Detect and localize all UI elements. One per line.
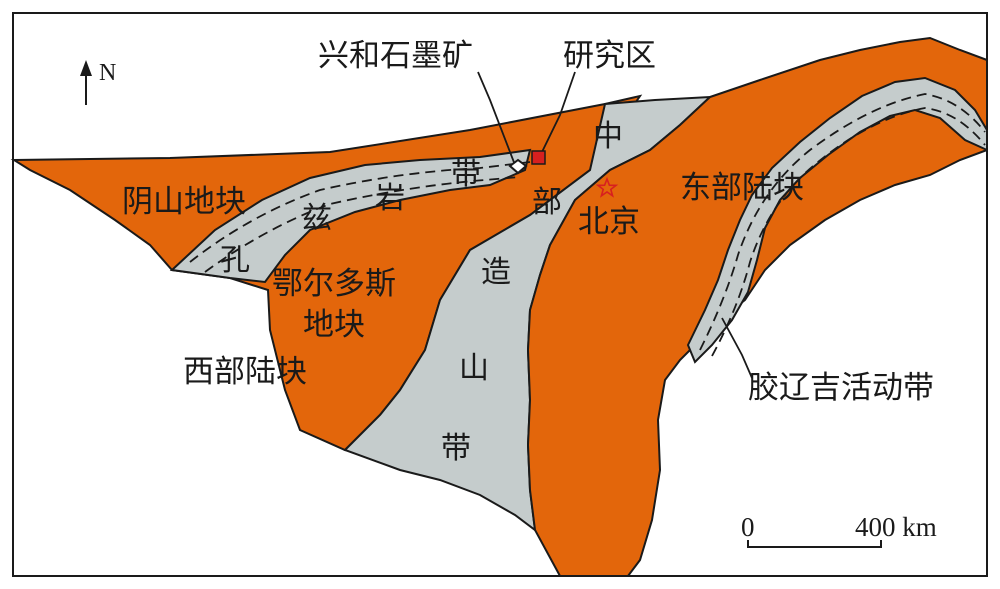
study-area-label: 研究区 [563,38,656,74]
western-block-label: 西部陆块 [183,354,307,390]
ordos-block-label-line2: 地块 [303,307,365,343]
khondalite-char-1: 孔 [220,243,250,278]
graphite-mine-icon [508,158,528,175]
khondalite-char-3: 岩 [375,181,405,216]
central-belt-char-3: 造 [481,255,511,290]
beijing-label: 北京 [578,204,640,240]
ordos-block-label-line1: 鄂尔多斯 [272,266,396,302]
xinghe-mine-label: 兴和石墨矿 [318,38,473,74]
scale-bar-end-label: 400 km [855,512,937,542]
eastern-block [526,36,988,577]
jiao-liao-ji-fault-2 [711,107,986,357]
jiao-liao-ji-label: 胶辽吉活动带 [748,370,934,406]
scale-bar [747,540,882,548]
north-arrow-label: N [99,60,116,86]
yinshan-block-label: 阴山地块 [122,184,246,220]
khondalite-fault-1 [189,161,531,263]
study-area-marker [531,150,546,165]
jiao-liao-ji-belt [686,76,988,364]
jiao-liao-ji-fault-1 [699,93,986,351]
eastern-block-label: 东部陆块 [680,170,804,206]
star-icon [595,176,619,198]
central-belt-char-1: 中 [593,119,623,154]
khondalite-char-4: 带 [451,157,481,192]
central-belt-char-5: 带 [441,431,471,466]
khondalite-fault-2 [204,176,521,273]
scale-bar-start-label: 0 [741,512,755,542]
central-belt-char-2: 部 [532,185,562,220]
khondalite-char-2: 兹 [302,201,332,236]
central-belt-char-4: 山 [459,351,489,386]
jiao-liao-ji-leader [721,317,753,379]
xinghe-mine-leader [477,71,516,166]
north-arrow-icon [80,60,92,105]
study-area-leader [541,71,576,153]
